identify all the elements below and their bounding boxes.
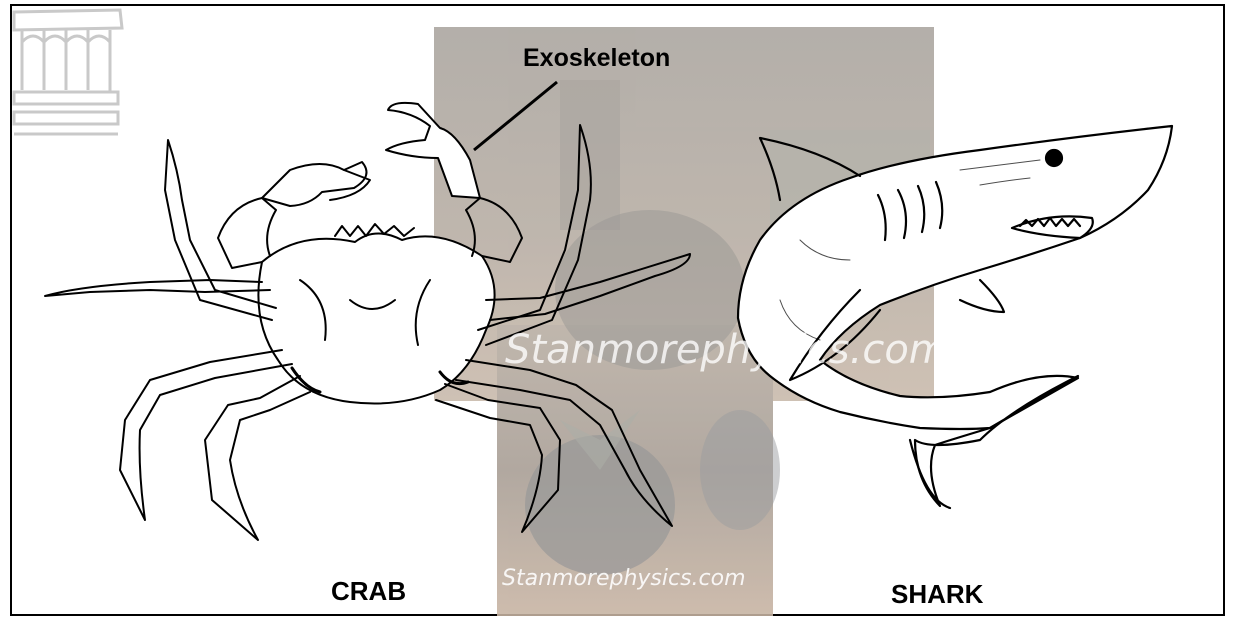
shark-label: SHARK	[891, 579, 983, 610]
building-logo-icon	[14, 10, 122, 134]
watermark-text-main: Stanmorephysics.com	[505, 327, 948, 373]
exoskeleton-label: Exoskeleton	[523, 44, 670, 73]
crab-label: CRAB	[331, 576, 406, 607]
watermark-photo	[434, 27, 934, 616]
watermark-text-small: Stanmorephysics.com	[502, 566, 746, 591]
